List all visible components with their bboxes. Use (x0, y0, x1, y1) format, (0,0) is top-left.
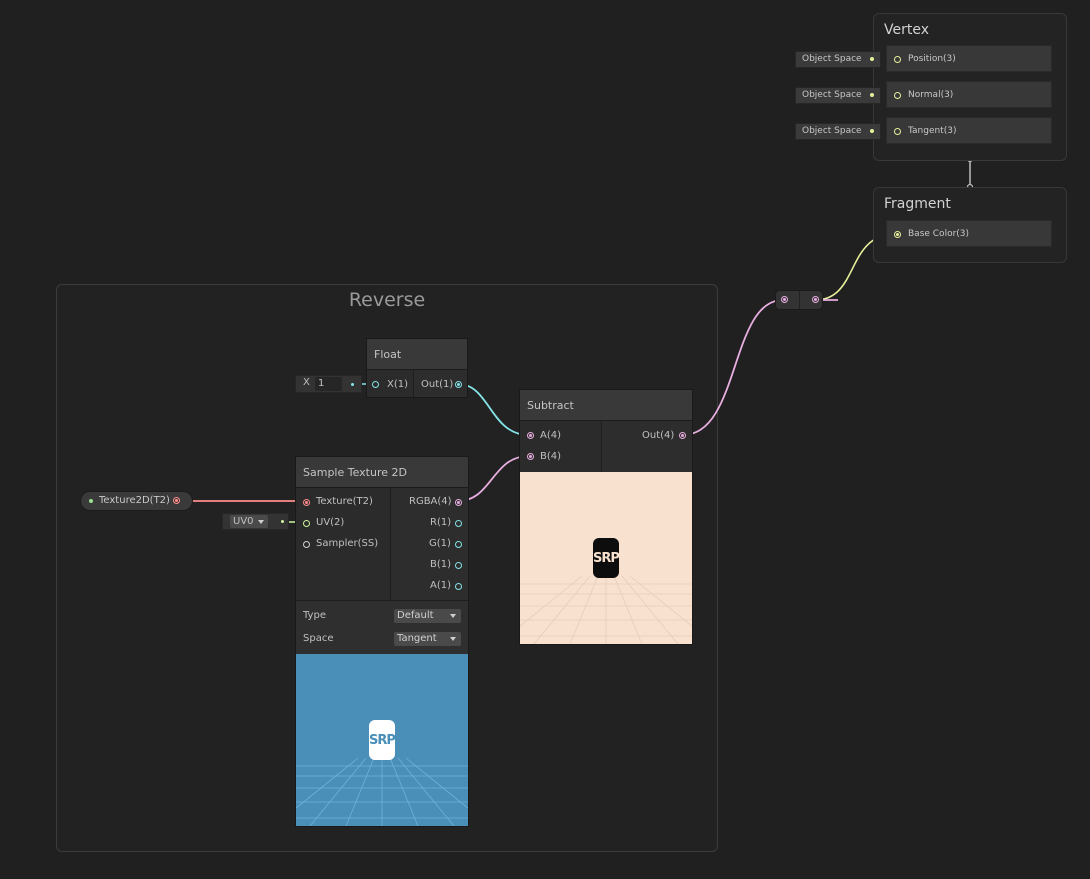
subtract-node[interactable]: Subtract A(4) B(4) Out(4) SRP (519, 389, 693, 645)
float-output-label: Out(1) (421, 379, 454, 390)
subtract-node-title[interactable]: Subtract (520, 390, 692, 421)
port-circle-icon[interactable] (527, 432, 534, 439)
vertex-stack[interactable]: Vertex Position(3) Normal(3) Tangent(3) (873, 13, 1067, 161)
chevron-down-icon (450, 637, 456, 641)
block-label: Base Color(3) (908, 229, 970, 239)
texture-property-label: Texture2D(T2) (99, 495, 170, 506)
subtract-output: Out(4) (642, 430, 675, 441)
type-label: Type (303, 610, 326, 621)
fragment-block-basecolor[interactable]: Base Color(3) (886, 220, 1052, 247)
block-label: Position(3) (908, 54, 956, 64)
output-a: A(1) (430, 580, 452, 591)
object-space-field-position[interactable]: Object Space (795, 51, 881, 68)
block-label: Normal(3) (908, 90, 954, 100)
subtract-preview: SRP (520, 472, 692, 644)
type-dropdown[interactable]: Default (394, 609, 461, 623)
chevron-down-icon (450, 614, 456, 618)
float-node[interactable]: Float X(1) Out(1) (366, 338, 468, 398)
port-circle-icon[interactable] (894, 231, 901, 238)
port-circle-icon[interactable] (173, 497, 180, 504)
port-circle-icon[interactable] (455, 541, 462, 548)
port-circle-icon[interactable] (679, 432, 686, 439)
preview-grid (296, 757, 468, 826)
float-x-value[interactable]: 1 (315, 377, 342, 391)
srp-logo-icon: SRP (593, 538, 620, 578)
input-uv: UV(2) (316, 517, 345, 528)
vertex-block-position[interactable]: Position(3) (886, 45, 1052, 72)
space-label: Space (303, 633, 334, 644)
output-b: B(1) (430, 559, 452, 570)
float-x-axis-label: X (303, 377, 310, 388)
sample-texture-preview: SRP (296, 654, 468, 826)
port-circle-icon[interactable] (303, 520, 310, 527)
sample-texture-settings: Type Default Space Tangent (296, 600, 468, 654)
port-circle-icon[interactable] (455, 562, 462, 569)
output-rgba: RGBA(4) (409, 496, 452, 507)
port-circle-icon[interactable] (372, 381, 379, 388)
input-sampler: Sampler(SS) (316, 538, 379, 549)
exposed-dot-icon (89, 499, 93, 503)
dot-icon (870, 93, 874, 97)
uv-value: UV0 (233, 516, 254, 527)
port-circle-icon[interactable] (812, 296, 819, 303)
output-g: G(1) (429, 538, 451, 549)
sample-texture-inputs (296, 488, 391, 600)
port-circle-icon[interactable] (894, 128, 901, 135)
port-circle-icon[interactable] (303, 541, 310, 548)
vertex-block-tangent[interactable]: Tangent(3) (886, 117, 1052, 144)
dot-icon (870, 129, 874, 133)
output-r: R(1) (430, 517, 452, 528)
type-value: Default (397, 610, 434, 621)
port-circle-icon[interactable] (455, 381, 462, 388)
float-x-field[interactable]: X 1 (295, 375, 362, 393)
subtract-input-b: B(4) (540, 451, 562, 462)
port-circle-icon[interactable] (894, 56, 901, 63)
block-label: Tangent(3) (908, 126, 957, 136)
fragment-stack-title: Fragment (884, 196, 951, 212)
wire-subtract-to-redirect (682, 299, 784, 436)
input-texture: Texture(T2) (316, 496, 373, 507)
redirect-divider (799, 291, 800, 309)
subtract-input-a: A(4) (540, 430, 562, 441)
subtract-inputs (520, 421, 602, 472)
chevron-down-icon (258, 520, 264, 524)
texture2d-property-node[interactable]: Texture2D(T2) (80, 491, 193, 511)
port-circle-icon[interactable] (303, 499, 310, 506)
object-space-field-normal[interactable]: Object Space (795, 87, 881, 104)
vertex-stack-title: Vertex (884, 22, 930, 38)
float-input-label: X(1) (387, 379, 409, 390)
object-space-field-tangent[interactable]: Object Space (795, 123, 881, 140)
space-value: Tangent (397, 633, 437, 644)
port-circle-icon[interactable] (455, 499, 462, 506)
fragment-stack[interactable]: Fragment Base Color(3) (873, 187, 1067, 263)
space-dropdown[interactable]: Tangent (394, 632, 461, 646)
preview-grid (520, 575, 692, 644)
port-circle-icon[interactable] (527, 453, 534, 460)
port-circle-icon[interactable] (455, 520, 462, 527)
uv-inline-field[interactable]: UV0 (222, 513, 289, 530)
sample-texture-2d-node[interactable]: Sample Texture 2D Texture(T2) UV(2) Samp… (295, 456, 469, 827)
port-circle-icon[interactable] (455, 583, 462, 590)
srp-logo-icon: SRP (369, 720, 396, 760)
dot-icon (870, 57, 874, 61)
uv-dropdown[interactable]: UV0 (230, 515, 268, 528)
redirect-node[interactable] (775, 290, 823, 310)
group-title[interactable]: Reverse (348, 289, 426, 311)
dot-icon (281, 520, 284, 523)
float-node-title[interactable]: Float (367, 339, 467, 370)
port-circle-icon[interactable] (894, 92, 901, 99)
vertex-block-normal[interactable]: Normal(3) (886, 81, 1052, 108)
sample-texture-title[interactable]: Sample Texture 2D (296, 457, 468, 488)
port-circle-icon[interactable] (781, 296, 788, 303)
dot-icon (351, 383, 354, 386)
